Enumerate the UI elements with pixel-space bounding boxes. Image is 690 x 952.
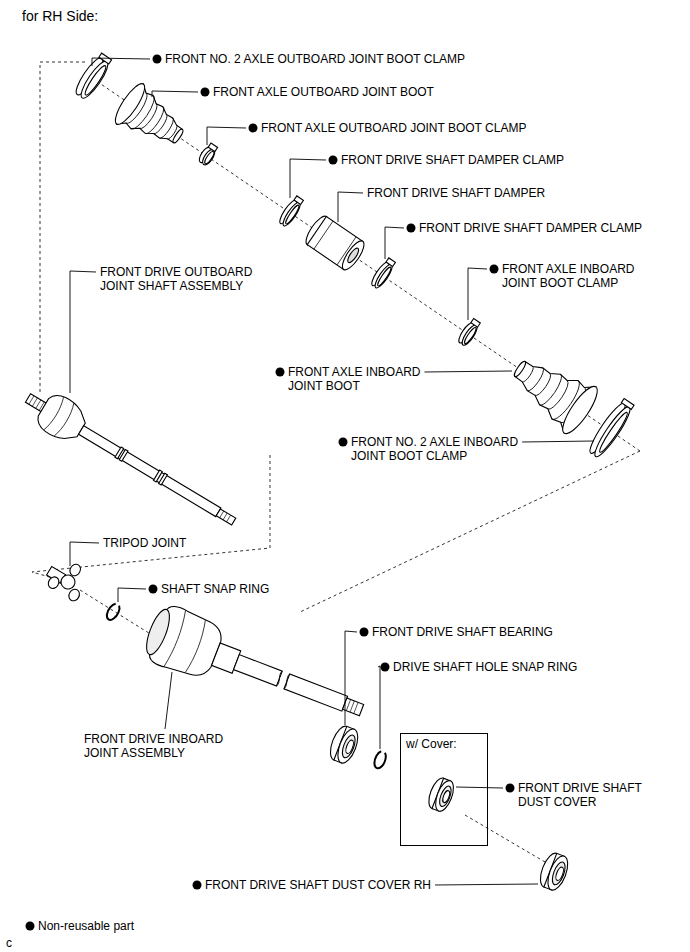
non-reusable-dot [329,156,338,165]
non-reusable-dot [201,88,210,97]
inboard-no2-clamp [586,397,637,460]
part-name: FRONT NO. 2 AXLE INBOARD JOINT BOOT CLAM… [351,435,546,463]
leader-line [338,192,363,222]
diagram-title: for RH Side: [22,8,98,25]
non-reusable-dot [381,663,390,672]
part-name: FRONT DRIVE SHAFT DAMPER CLAMP [419,221,642,235]
part-name: DRIVE SHAFT HOLE SNAP RING [393,660,577,674]
leader-line [456,787,503,788]
leader-line [345,631,357,725]
part-name: FRONT AXLE OUTBOARD JOINT BOOT [213,85,434,99]
leader-line [165,672,172,729]
figure-code: c [6,936,12,950]
non-reusable-dot [149,585,158,594]
part-name: FRONT DRIVE SHAFT DAMPER [367,186,545,200]
inboard-boot [502,344,603,437]
non-reusable-dot [407,224,416,233]
leader-line [290,159,326,198]
damper-clamp [277,195,305,228]
leader-line [435,884,538,885]
variant-box: w/ Cover: [400,733,488,846]
non-reusable-dot [506,784,515,793]
part-name: FRONT DRIVE OUTBOARD JOINT SHAFT ASSEMBL… [100,265,275,293]
non-reusable-dot [249,124,258,133]
non-reusable-dot [193,881,202,890]
part-name: FRONT DRIVE SHAFT DAMPER CLAMP [341,153,564,167]
part-name: FRONT DRIVE INBOARD JOINT ASSEMBLY [84,732,244,760]
shaft-snap-ring [104,602,121,622]
inboard-boot-clamp [456,317,482,347]
damper-clamp [369,257,397,290]
inboard-joint-assembly [140,600,373,738]
tripod-joint [42,554,93,603]
non-reusable-dot [26,922,35,931]
part-name: FRONT DRIVE SHAFT BEARING [372,625,553,639]
outboard-no2-clamp [72,51,114,101]
dust-cover [425,776,457,814]
non-reusable-dot [339,438,348,447]
non-reusable-dot [360,628,369,637]
part-name: SHAFT SNAP RING [161,582,269,596]
leader-line [468,268,487,320]
leader-line [207,127,246,145]
part-name: FRONT AXLE INBOARD JOINT BOOT CLAMP [502,262,647,290]
leader-line [378,666,380,749]
part-name: FRONT DRIVE SHAFT DUST COVER RH [205,878,431,892]
leader-line [522,441,594,442]
leader-line [92,58,150,66]
leader-line [70,271,96,393]
leader-line [385,227,404,259]
part-name: TRIPOD JOINT [103,536,186,550]
assembly-line [80,590,160,640]
non-reusable-dot [153,55,162,64]
assembly-line [300,451,640,612]
non-reusable-dot [490,265,499,274]
outboard-boot-clamp [197,142,219,167]
leader-line [118,588,146,602]
legend-text: Non-reusable part [38,919,134,933]
part-name: FRONT NO. 2 AXLE OUTBOARD JOINT BOOT CLA… [165,52,465,66]
outboard-shaft-assembly [18,381,244,539]
shaft-damper [302,213,367,273]
leader-line [70,542,99,566]
assembly-line [40,62,85,395]
part-name: FRONT AXLE INBOARD JOINT BOOT [288,365,433,393]
shaft-bearing [326,724,361,766]
part-name: FRONT AXLE OUTBOARD JOINT BOOT CLAMP [261,121,526,135]
part-name: FRONT DRIVE SHAFT DUST COVER [518,781,668,809]
leader-line [152,91,198,97]
dust-cover-rh [536,851,571,893]
variant-heading: w/ Cover: [406,737,482,751]
assembly-line [465,815,545,862]
hole-snap-ring [372,750,388,770]
non-reusable-dot [276,368,285,377]
leader-line [424,371,512,372]
